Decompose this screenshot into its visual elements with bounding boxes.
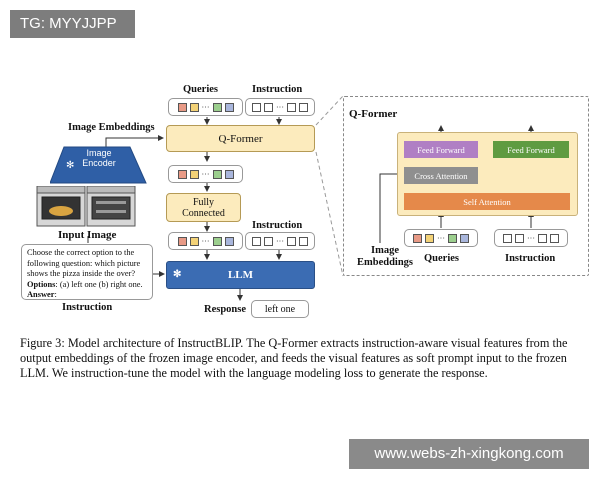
watermark-top-left: TG: MYYJJPP: [10, 10, 135, 38]
panel-instruction-tokens: ···: [494, 229, 568, 247]
figure-caption: Figure 3: Model architecture of Instruct…: [20, 336, 568, 380]
qformer-block: Q-Former: [166, 125, 315, 152]
qformer-panel-title: Q-Former: [349, 108, 398, 120]
panel-image-embeddings-label: Image Embeddings: [357, 245, 414, 268]
options-line: Options: (a) left one (b) right one.: [27, 279, 143, 289]
input-image-ovens: [36, 186, 136, 227]
instruction-token: [287, 102, 296, 112]
instruction-text-line: following question: which picture: [27, 258, 141, 268]
instruction-text-line: shows the pizza inside the over?: [27, 269, 136, 278]
queries-label: Queries: [183, 84, 218, 95]
qformer-output-tokens: ···: [168, 165, 243, 183]
panel-queries-label: Queries: [424, 253, 459, 264]
answer-line: Answer:: [27, 290, 57, 299]
instruction-token: [252, 102, 261, 112]
fully-connected-block: Fully Connected: [166, 193, 241, 222]
instruction-label-top: Instruction: [252, 84, 303, 95]
response-label: Response: [204, 304, 247, 315]
cross-attention-block: Cross Attention: [404, 167, 478, 184]
feed-forward-right: Feed Forward: [493, 141, 569, 158]
arrow-encoder-qformer: [105, 135, 164, 147]
instruction-text-line: Choose the correct option to the: [27, 248, 135, 257]
input-image-label: Input Image: [58, 229, 117, 241]
instruction-token: [299, 102, 308, 112]
qformer-detail-panel: [343, 96, 589, 276]
fc-output-tokens: ···: [168, 232, 243, 250]
panel-query-tokens: ···: [404, 229, 478, 247]
query-token: [189, 102, 199, 112]
panel-instruction-label: Instruction: [505, 253, 556, 264]
instruction-bottom-label: Instruction: [62, 302, 113, 313]
feed-forward-left: Feed Forward: [404, 141, 478, 158]
query-tokens-top: ···: [168, 98, 243, 116]
watermark-bottom-right: www.webs-zh-xingkong.com: [349, 439, 589, 469]
instruction-token: [264, 102, 273, 112]
image-encoder: ✻: [50, 146, 147, 184]
image-embeddings-label: Image Embeddings: [68, 122, 155, 133]
response-value: left one: [251, 300, 309, 318]
self-attention-block: Self Attention: [404, 193, 570, 210]
image-encoder-label: Image Encoder: [82, 148, 116, 168]
instruction-tokens-top: ···: [245, 98, 315, 116]
snowflake-icon: ✻: [173, 269, 182, 280]
query-token: [177, 102, 187, 112]
llm-block: ✻ LLM: [166, 261, 315, 289]
query-token: [212, 102, 222, 112]
snowflake-icon: ✻: [66, 160, 74, 171]
diagram-connectors: [87, 95, 534, 301]
query-token: [224, 102, 234, 112]
instruction-tokens-mid: ···: [245, 232, 315, 250]
instruction-text-box: Choose the correct option to the followi…: [21, 244, 153, 300]
instruction-label-mid: Instruction: [252, 220, 303, 231]
